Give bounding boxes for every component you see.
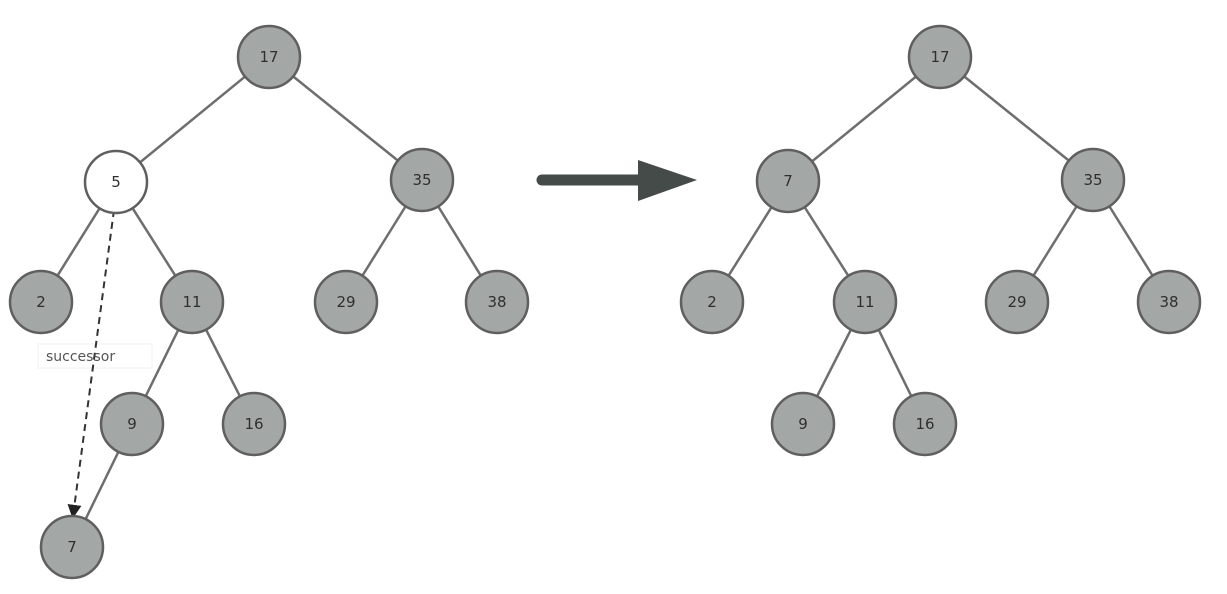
node-label: 35 [412, 171, 431, 189]
tree-before-deletion: successor 17 5 35 2 11 29 38 9 16 7 [8, 24, 530, 580]
node-circle [832, 269, 898, 335]
tree-node-7: 7 [39, 514, 105, 580]
node-circle [984, 269, 1050, 335]
tree-edge [268, 56, 423, 181]
tree-node-35: 35 [389, 147, 455, 213]
tree-node-29: 29 [984, 269, 1050, 335]
tree-node-7: 7 [755, 148, 821, 214]
node-circle [770, 391, 836, 457]
tree-edges [710, 56, 1171, 425]
successor-dashed-arrow [67, 209, 115, 519]
tree-node-5: 5 [83, 149, 149, 215]
node-label: 17 [930, 48, 949, 66]
node-circle [679, 269, 745, 335]
node-label: 9 [127, 415, 137, 433]
node-circle [236, 24, 302, 90]
tree-node-11: 11 [159, 269, 225, 335]
tree-node-9: 9 [770, 391, 836, 457]
node-label: 7 [783, 172, 793, 190]
node-label: 2 [707, 293, 717, 311]
tree-edge [115, 56, 270, 183]
node-label: 16 [244, 415, 263, 433]
tree-node-2: 2 [679, 269, 745, 335]
node-circle [313, 269, 379, 335]
node-circle [8, 269, 74, 335]
node-circle-deleted [83, 149, 149, 215]
tree-edge [939, 56, 1094, 181]
transform-arrow-icon [536, 160, 697, 201]
node-label: 5 [111, 173, 121, 191]
successor-label: successor [46, 349, 115, 365]
node-circle [1060, 147, 1126, 213]
tree-node-29: 29 [313, 269, 379, 335]
node-circle [39, 514, 105, 580]
tree-node-2: 2 [8, 269, 74, 335]
tree-nodes: 17 7 35 2 11 29 38 9 16 [679, 24, 1202, 457]
tree-node-9: 9 [99, 391, 165, 457]
tree-node-38: 38 [464, 269, 530, 335]
node-circle [389, 147, 455, 213]
node-label: 38 [1159, 293, 1178, 311]
node-circle [907, 24, 973, 90]
tree-node-17: 17 [236, 24, 302, 90]
node-label: 29 [336, 293, 355, 311]
node-label: 7 [67, 538, 77, 556]
tree-nodes: 17 5 35 2 11 29 38 9 16 7 [8, 24, 530, 580]
tree-node-35: 35 [1060, 147, 1126, 213]
tree-node-11: 11 [832, 269, 898, 335]
node-label: 2 [36, 293, 46, 311]
tree-node-16: 16 [221, 391, 287, 457]
successor-label-box [37, 343, 153, 369]
node-label: 11 [182, 293, 201, 311]
node-label: 29 [1007, 293, 1026, 311]
node-label: 16 [915, 415, 934, 433]
node-circle [1136, 269, 1202, 335]
node-circle [99, 391, 165, 457]
node-circle [221, 391, 287, 457]
tree-node-38: 38 [1136, 269, 1202, 335]
tree-edges [39, 56, 499, 548]
node-circle [464, 269, 530, 335]
node-label: 9 [798, 415, 808, 433]
tree-after-deletion: 17 7 35 2 11 29 38 9 16 [679, 24, 1202, 457]
tree-node-17: 17 [907, 24, 973, 90]
successor-indicator: successor [37, 209, 153, 519]
node-circle [755, 148, 821, 214]
node-circle [159, 269, 225, 335]
node-label: 38 [487, 293, 506, 311]
node-label: 17 [259, 48, 278, 66]
tree-edge [787, 56, 941, 182]
node-label: 11 [855, 293, 874, 311]
tree-node-16: 16 [892, 391, 958, 457]
node-circle [892, 391, 958, 457]
node-label: 35 [1083, 171, 1102, 189]
